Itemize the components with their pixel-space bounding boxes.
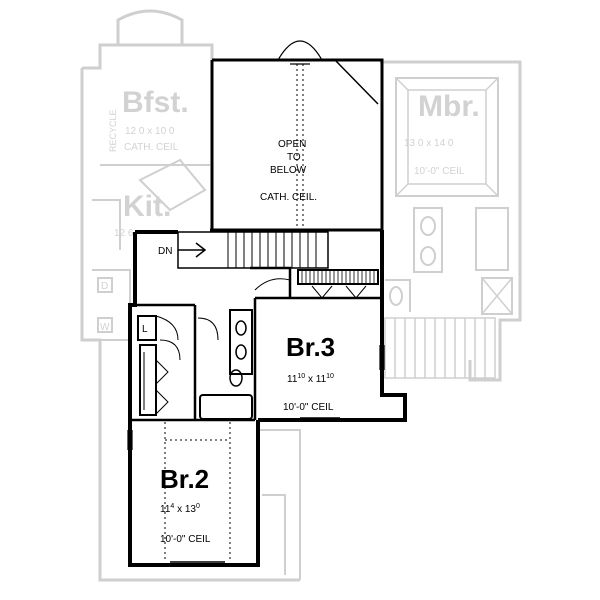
ghost-tub [475,207,509,271]
ghost-wc [385,279,411,312]
bath-vanity [229,309,253,375]
ghost-mbr-tray [395,77,499,197]
window-north [290,59,310,65]
ridge-line [296,64,304,228]
br3-name: Br.3 [286,332,335,362]
ghost-sink-1 [420,216,436,236]
linen-door-swing [155,315,179,341]
ghost-toilet [389,286,403,306]
ghost-south-wall [260,429,301,580]
ghost-kit-dims: 12 6 [114,228,134,239]
br3-door-swing [254,278,291,291]
bath-tub [199,394,253,420]
ghost-tray-corners [395,77,499,197]
ghost-washer-label: W [100,322,110,333]
ghost-bfst-ceil: CATH. CEIL [124,142,179,153]
linen-label: L [142,324,148,335]
open-label-3: BELOW [270,165,307,176]
ghost-vanity [413,207,443,273]
ghost-mbr-name: Mbr. [418,90,480,123]
east-wall [258,230,407,422]
ghost-bfst-bay [116,9,184,45]
ghost-first-floor [80,9,522,582]
ghost-counter [92,199,121,250]
ghost-east-wall [380,60,522,382]
open-area-wall [212,58,384,230]
open-label-1: OPEN [278,139,306,150]
ghost-sink-2 [420,246,436,266]
ghost-north-wall [82,43,214,70]
br3-closet-hatch [301,270,375,284]
open-area-diagonal [334,59,379,105]
ghost-shower [481,277,513,315]
ghost-washer [97,317,113,333]
bath-toilet [229,369,243,387]
window-br2 [170,561,225,567]
br3-ceil: 10'-0" CEIL [283,402,334,413]
ghost-kit-name: Kit. [123,190,171,223]
br2-ceil: 10'-0" CEIL [160,534,211,545]
br2-outer-wall [128,420,260,567]
second-floor [127,40,407,567]
br2-closet [139,344,157,416]
window-br3-east [379,345,385,370]
stair-arrow [178,242,207,258]
open-label-2: TO [287,152,301,163]
open-ceil-label: CATH. CEIL. [260,192,317,203]
ghost-bfst-dims: 12 0 x 10 0 [125,126,175,137]
ghost-shower-x [481,277,513,315]
ghost-dryer-label: D [101,281,108,292]
br2-closet-rod [139,352,145,410]
br3-dims: 1110 x 1110 [287,373,334,385]
br2-name: Br.2 [160,464,209,494]
br3-closet-doors [311,285,367,299]
br2-dotted-lines [164,422,231,560]
ghost-dryer [97,277,113,293]
bath-sink-1 [235,320,247,336]
ghost-deck [384,317,496,379]
stair-dn-label: DN [158,246,172,257]
ghost-island [138,158,207,212]
ghost-mbr-ceil: 10'-0" CEIL [414,166,465,177]
ghost-recycle-label: RECYCLE [108,109,118,152]
ghost-porch [262,494,286,575]
bath-sink-2 [235,344,247,360]
window-br2-west [127,430,133,450]
br2-dims: 114 x 130 [160,503,200,515]
west-wall-upper [128,232,137,420]
hall-partition-2 [250,266,292,298]
linen-closet [137,315,157,341]
stair-treads [227,232,317,268]
bath-door-swing [197,317,219,341]
ghost-mbr-tray-inner [407,89,487,185]
hall-door-swing [159,339,181,361]
br2-closet-doors [155,359,169,415]
ghost-mbr-dims: 13 0 x 14 0 [404,138,454,149]
ghost-bfst-name: Bfst. [122,86,189,119]
open-area-arch-window [277,40,323,61]
